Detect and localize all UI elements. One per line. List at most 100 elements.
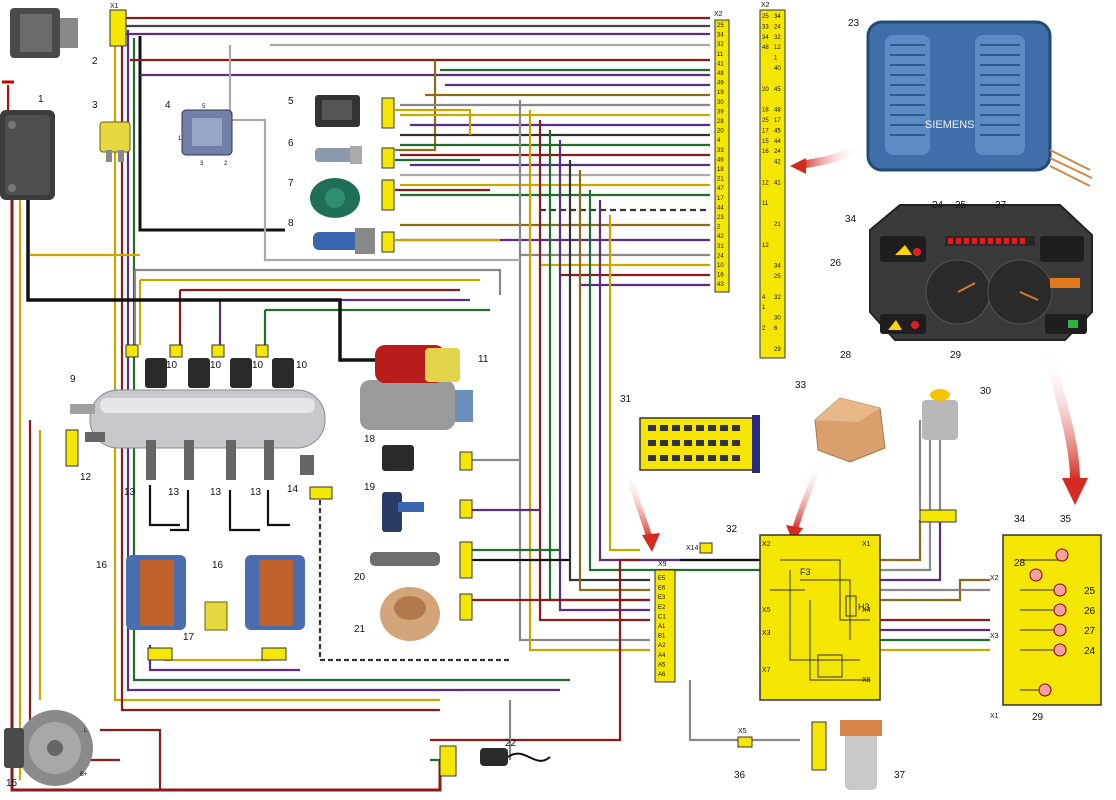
x9-pin-label: E3: [658, 595, 666, 601]
x2-table-cell: 11: [762, 201, 769, 207]
x2-table-cell: 32: [774, 35, 781, 41]
component-4-relay: 4 5 1 3 2: [165, 100, 233, 167]
x9-pin-label: B1: [658, 634, 666, 640]
arrow-31-to-x9: [625, 469, 660, 552]
x2-table-cell: 2: [762, 326, 766, 332]
wire-harness: [10, 10, 990, 792]
lamp-block-x2: X2: [990, 575, 999, 582]
instrument-cluster: 34 24 25 27 26 28 29: [830, 200, 1093, 361]
x2-pin-label: 33: [717, 148, 724, 154]
label-13c: 13: [210, 487, 222, 498]
block-x2: X2: [762, 541, 771, 548]
x2-table-cell: 17: [774, 118, 781, 124]
sensor-6: 6: [288, 138, 362, 164]
alternator-15: 15 L B+: [4, 710, 93, 789]
label-10d: 10: [296, 360, 308, 371]
sensor-7-throttle: 7: [288, 178, 360, 218]
x2-pin-label: 20: [717, 129, 724, 135]
x2-pin-labels: 2534321141484919303928204334618214717442…: [717, 23, 724, 288]
block-relay-mark: H3: [858, 602, 870, 612]
svg-text:3: 3: [200, 161, 204, 167]
x2-table-cell: 1: [774, 56, 778, 62]
x2-pin-label: 17: [717, 196, 724, 202]
x2-pin-label: 34: [717, 33, 724, 39]
x2-table-cell: 16: [762, 149, 769, 155]
x2-pin-label: 24: [717, 253, 724, 259]
label-20: 20: [354, 572, 366, 583]
x2-table-cell: 4: [762, 295, 766, 301]
starter-motor-11: 11: [360, 345, 489, 430]
label-17: 17: [183, 632, 195, 643]
arrow-33-to-block: [786, 459, 823, 542]
ignition-coil-16-left: 16: [96, 555, 186, 630]
sensor-connectors: [65, 97, 473, 777]
label-9: 9: [70, 374, 76, 385]
x2-table-cell: 25: [774, 274, 781, 280]
lamp-block-x1: X1: [990, 713, 999, 720]
svg-text:2: 2: [224, 161, 228, 167]
x9-pin-label: A2: [658, 643, 666, 649]
spark-plugs-13: 13 13 13 13: [124, 440, 274, 498]
block-x8: X8: [862, 677, 871, 684]
x9-pin-label: C1: [658, 614, 666, 620]
component-37: 37: [840, 720, 906, 790]
x2-pin-label: 11: [717, 52, 724, 58]
ecu-brand-label: SIEMENS: [925, 119, 975, 131]
x2-table-cell: 12: [762, 243, 769, 249]
x2-table-cell: 40: [774, 66, 781, 72]
label-13a: 13: [124, 487, 136, 498]
x2-pin-label: 18: [717, 167, 724, 173]
x2-pin-label: 49: [717, 81, 724, 87]
component-3-fuse: 3: [92, 100, 131, 162]
x2-table-cell: 34: [774, 14, 781, 20]
block-x5: X5: [762, 607, 771, 614]
label-18: 18: [364, 434, 376, 445]
x2-pin-label: 2: [717, 225, 721, 231]
x2-table-cell: 44: [774, 139, 781, 145]
label-10a: 10: [166, 360, 178, 371]
connector-x14: X14 32: [686, 524, 738, 554]
sensor-8: 8: [288, 218, 375, 254]
x2-pin-label: 23: [717, 215, 724, 221]
x2-pin-label: 25: [717, 23, 724, 29]
label-21: 21: [354, 624, 366, 635]
ecu-23: SIEMENS 23: [848, 18, 1093, 187]
x2-table-cell: 17: [762, 128, 769, 134]
label-10c: 10: [252, 360, 264, 371]
svg-text:5: 5: [202, 104, 206, 110]
sensor-19: 19: [364, 482, 424, 532]
x2-table-cell: 18: [762, 108, 769, 114]
component-12: 12: [80, 432, 105, 483]
label-32: 32: [726, 524, 738, 535]
label-2: 2: [92, 56, 98, 67]
label-12: 12: [80, 472, 92, 483]
x2-table-cell: 33: [762, 24, 769, 30]
component-2-plug: 2: [10, 8, 98, 67]
x2-table-cell: 24: [774, 24, 781, 30]
label-13d: 13: [250, 487, 262, 498]
fuel-rail-9: 9: [70, 374, 326, 449]
switch-30: 30: [919, 386, 992, 523]
alternator-terminal-l: L: [84, 728, 88, 734]
x2-table-cell: 45: [774, 128, 781, 134]
label-16a: 16: [96, 560, 108, 571]
connector-x2-table-label: X2: [761, 2, 770, 9]
label-36: 36: [734, 770, 746, 781]
label-5: 5: [288, 96, 294, 107]
arrow-ecu-to-x2: [790, 144, 862, 174]
x2-table-cell: 1: [762, 305, 766, 311]
x2-pin-label: 44: [717, 205, 724, 211]
label-28: 28: [1014, 558, 1026, 569]
component-14: 14: [287, 455, 314, 495]
sensor-5: 5: [288, 95, 360, 127]
x2-table-cell: 6: [774, 326, 778, 332]
x2-pin-label: 4: [717, 138, 721, 144]
x2-pin-label: 16: [717, 273, 724, 279]
x2-table-cell: 12: [774, 45, 781, 51]
arrow-cluster-to-block: [1043, 348, 1088, 505]
sensor-22: 22: [480, 738, 551, 766]
x9-pin-label: A5: [658, 662, 666, 668]
svg-text:1: 1: [178, 136, 182, 142]
